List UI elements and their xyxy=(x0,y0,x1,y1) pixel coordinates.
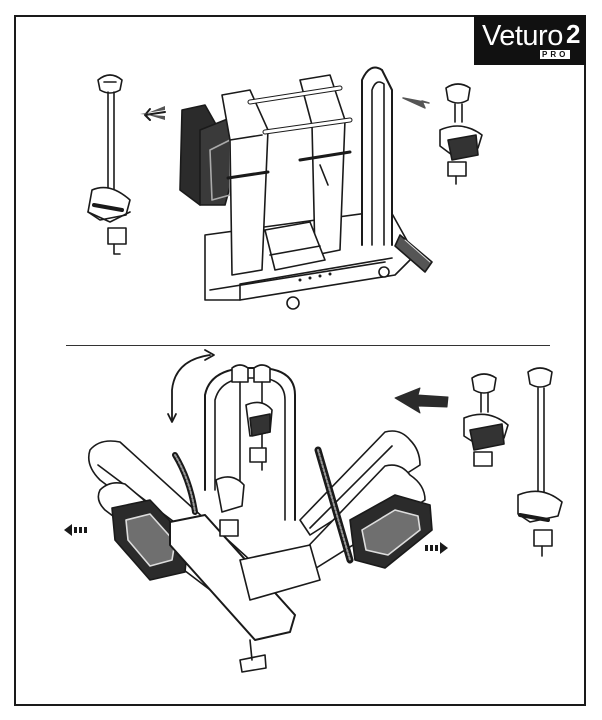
arrow-right-icon xyxy=(402,97,430,109)
logo-number: 2 xyxy=(566,19,581,49)
logo-word: Veturo xyxy=(482,20,563,52)
dashed-arrow-icon xyxy=(64,524,448,554)
page-frame xyxy=(14,15,586,706)
arrow-left-big-icon xyxy=(394,387,449,414)
brand-logo: Veturo 2 PRO xyxy=(474,15,586,65)
curved-arrow-icon xyxy=(171,354,211,421)
top-left-clamp-arm xyxy=(87,74,131,255)
bottom-right-clamps xyxy=(463,367,563,557)
section-divider xyxy=(66,345,550,346)
bottom-bike-carrier xyxy=(87,364,433,673)
top-right-clamp xyxy=(439,83,483,185)
logo-subtitle: PRO xyxy=(540,50,571,59)
top-bike-carrier xyxy=(179,66,433,310)
arrow-left-icon xyxy=(144,108,166,121)
